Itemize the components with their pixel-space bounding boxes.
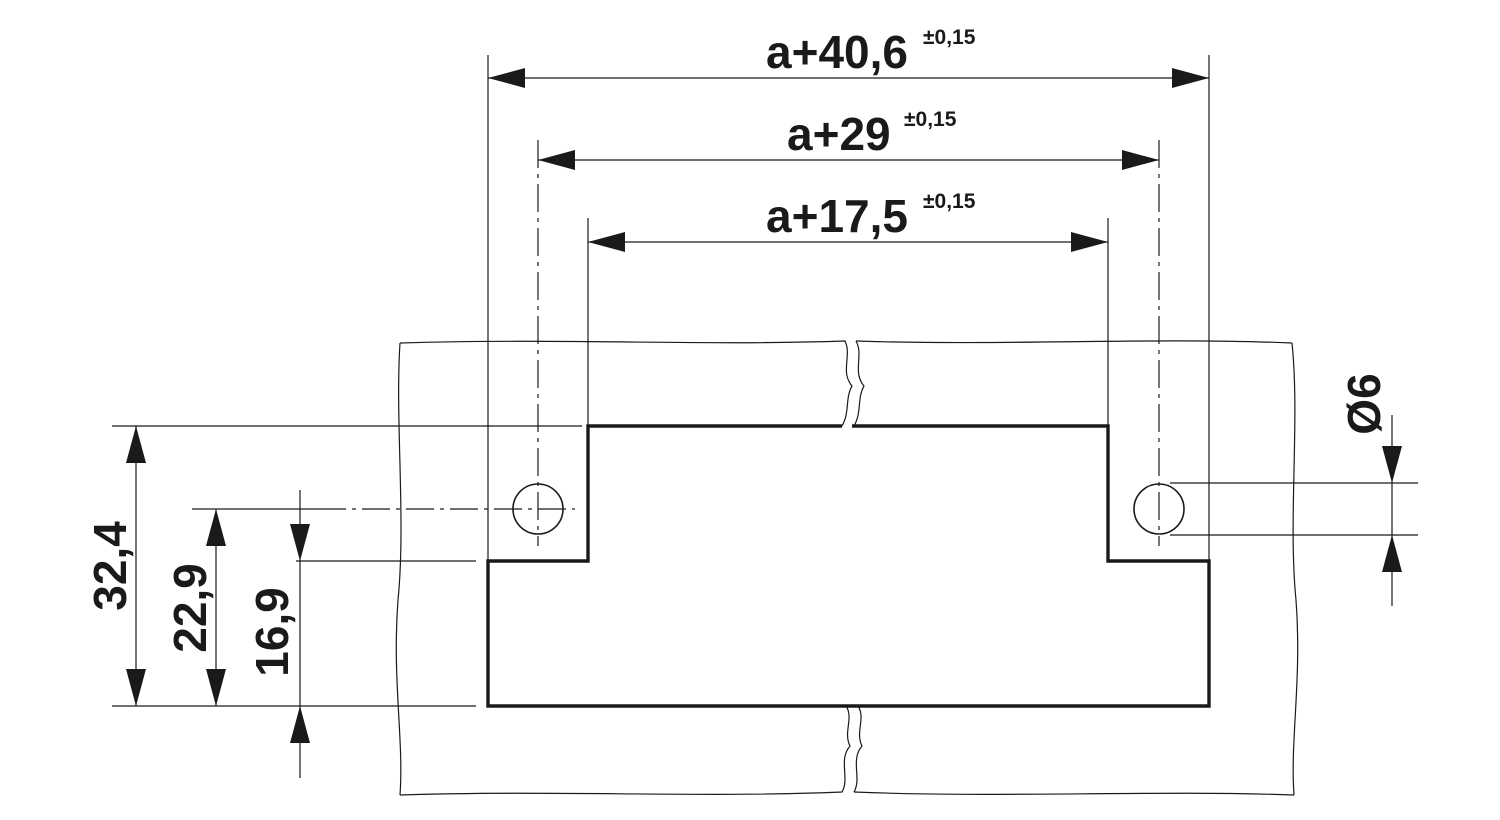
- dimension-line-total-height: [126, 426, 146, 706]
- tolerance-width-inner: ±0,15: [923, 190, 976, 213]
- dimension-line-step-height: [290, 490, 310, 778]
- extension-lines: [112, 55, 1418, 707]
- dimension-line-outer: [488, 68, 1209, 88]
- label-hole-diameter: Ø6: [1338, 373, 1390, 434]
- label-width-outer: a+40,6: [766, 26, 908, 78]
- label-height-holes: 22,9: [164, 563, 216, 653]
- dimension-line-hole-diameter: [1382, 415, 1402, 606]
- label-width-holes: a+29: [787, 108, 891, 160]
- center-lines: [318, 140, 1160, 546]
- dimension-line-holes: [538, 150, 1159, 170]
- label-height-total: 32,4: [84, 521, 136, 611]
- dimension-line-hole-height: [206, 509, 226, 706]
- panel-outline: [395, 340, 1299, 796]
- dimension-line-inner: [588, 232, 1108, 252]
- label-height-step: 16,9: [246, 587, 298, 677]
- label-width-inner: a+17,5: [766, 190, 908, 242]
- tolerance-width-outer: ±0,15: [923, 26, 976, 49]
- tolerance-width-holes: ±0,15: [904, 108, 957, 131]
- cutout-profile: [486, 424, 1211, 708]
